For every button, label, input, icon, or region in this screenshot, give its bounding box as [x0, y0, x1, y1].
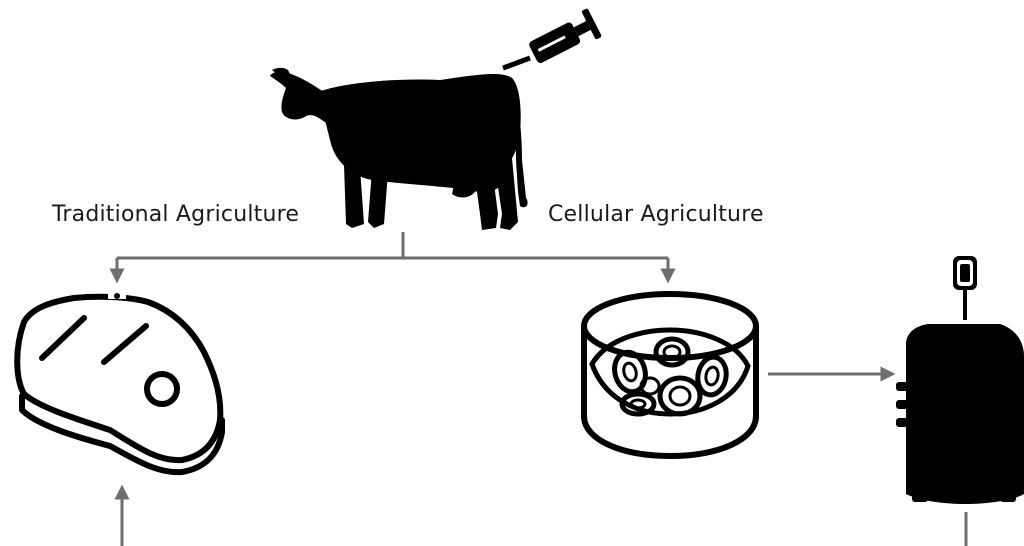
bioreactor-icon [896, 256, 1024, 504]
cellular-agriculture-label: Cellular Agriculture [548, 202, 764, 227]
syringe-icon [503, 8, 602, 68]
traditional-agriculture-label: Traditional Agriculture [52, 202, 299, 227]
petri-dish-icon [584, 294, 756, 456]
cow-icon [270, 68, 528, 230]
steak-icon [17, 297, 222, 472]
connector-lines [117, 232, 966, 546]
